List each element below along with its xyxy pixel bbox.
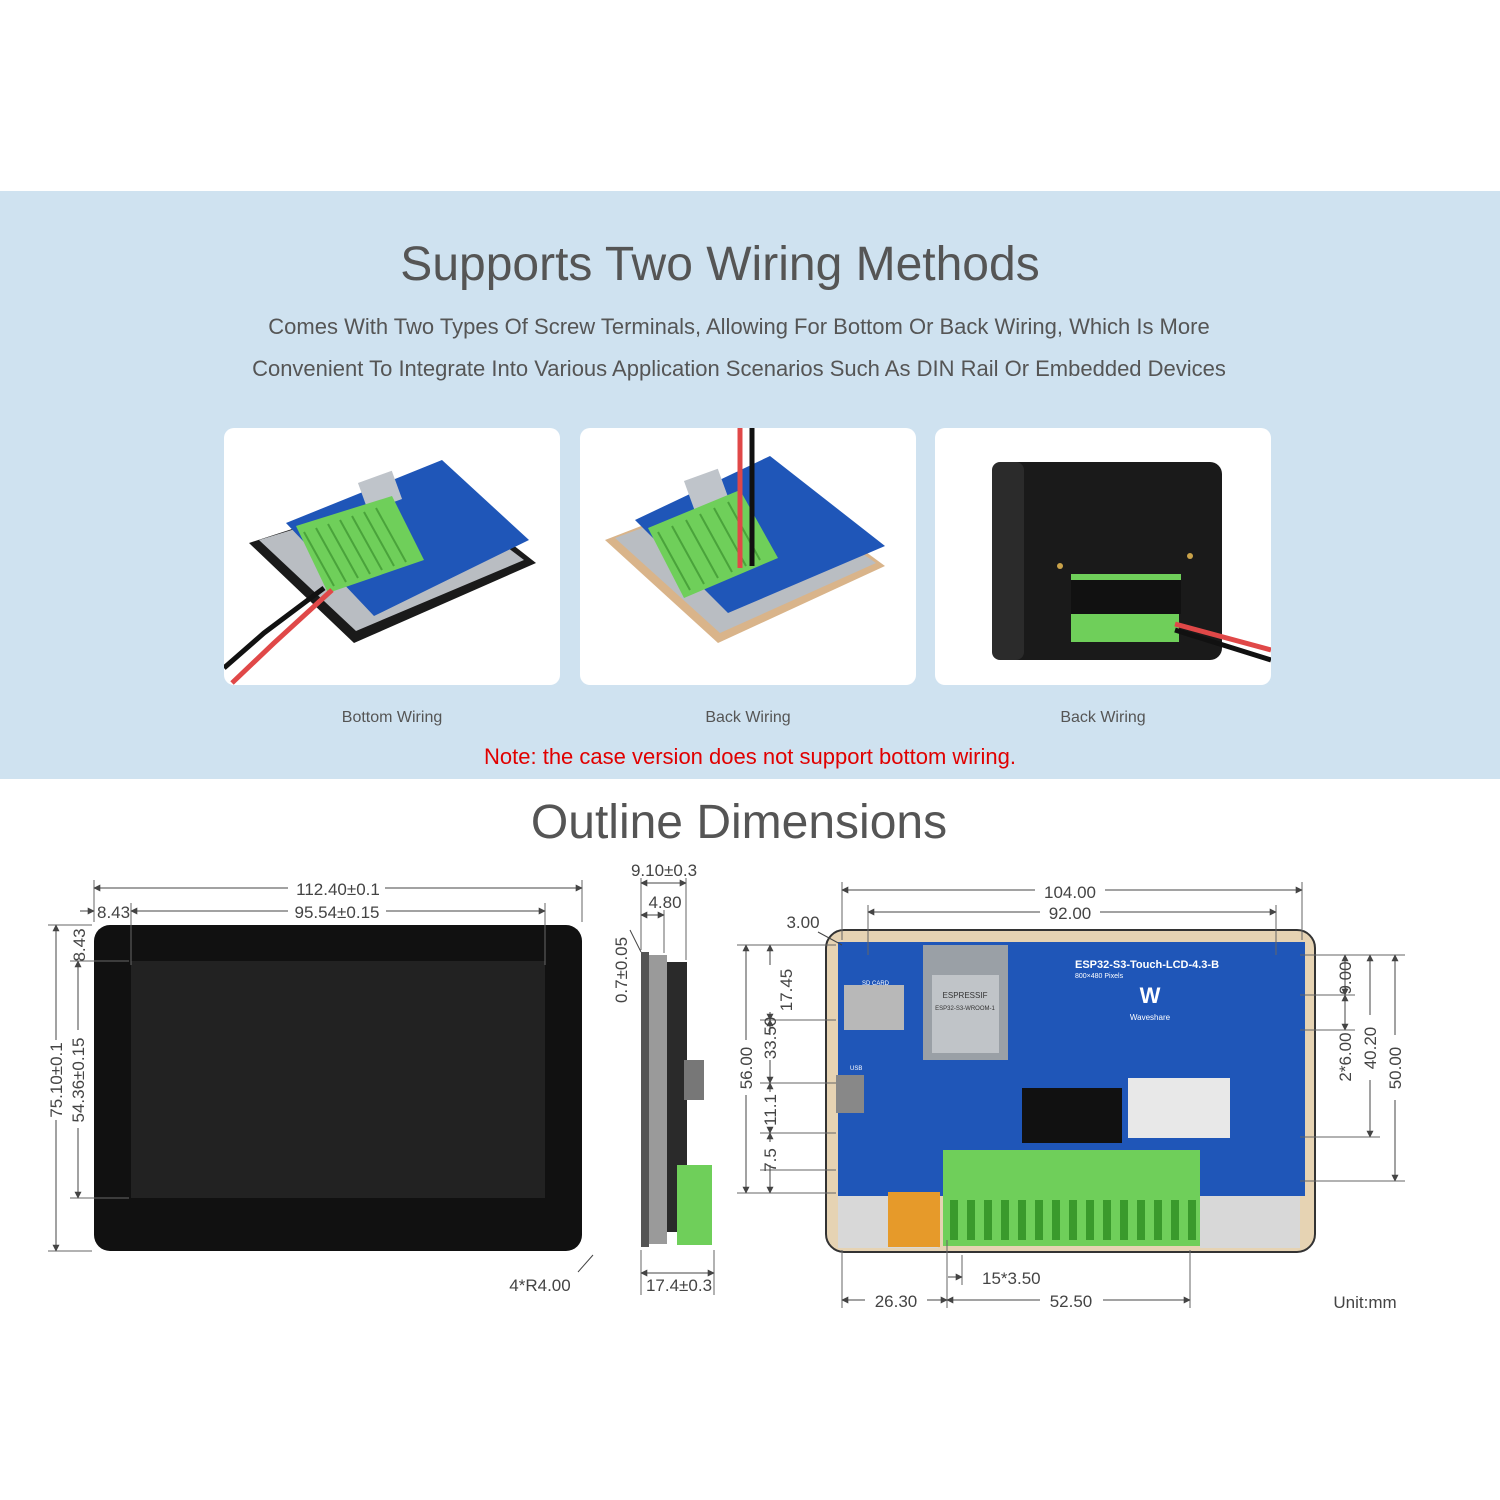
- back-r-50-label: 50.00: [1386, 1047, 1405, 1090]
- back-board-pixels: 800×480 Pixels: [1075, 973, 1124, 980]
- case-back-wiring-caption: Back Wiring: [1060, 709, 1146, 726]
- side-depth-label: 17.4±0.3: [646, 1276, 712, 1295]
- back-module-brand: ESPRESSIF: [943, 991, 988, 1000]
- back-h-17-45-label: 17.45: [777, 969, 796, 1012]
- front-view: 112.40±0.1 95.54±0.15 8.43 8.43 75.10±0.…: [47, 880, 594, 1295]
- side-thickness-panel-label: 4.80: [648, 893, 681, 912]
- back-x-26-30-label: 26.30: [875, 1292, 918, 1311]
- back-hole-offset-label: 3.00: [786, 913, 819, 932]
- back-usb-label: USB: [850, 1066, 862, 1072]
- screw-terminal: [296, 496, 424, 593]
- back-dimension-lines: [742, 886, 1399, 1304]
- front-margin-left-label: 8.43: [97, 903, 130, 922]
- esp32-module: [683, 468, 729, 510]
- back-x-52-50-label: 52.50: [1050, 1292, 1093, 1311]
- terminal-label-strip: [1071, 578, 1181, 614]
- side-usb-port: [684, 1060, 704, 1100]
- bottom-wiring-image: [224, 428, 560, 685]
- side-glass-label: 0.7±0.05: [612, 937, 631, 1003]
- red-wire: [230, 588, 334, 685]
- wiring-note: Note: the case version does not support …: [484, 744, 1016, 769]
- screw-terminal: [1071, 614, 1179, 642]
- waveshare-logo-icon: W: [1140, 983, 1161, 1008]
- back-width-holes-label: 92.00: [1049, 904, 1092, 923]
- side-dimension-lines: [629, 879, 715, 1277]
- back-sd-slot: [844, 985, 904, 1030]
- back-terminal-pins: [950, 1200, 1196, 1240]
- back-h-56-label: 56.00: [737, 1047, 756, 1090]
- back-wiring-caption: Back Wiring: [705, 709, 791, 726]
- back-fpc-connector: [1128, 1078, 1230, 1138]
- black-wire: [224, 586, 326, 670]
- dimensions-title: Outline Dimensions: [530, 796, 948, 849]
- front-dimension-lines: [52, 884, 594, 1273]
- terminal-color-bar: [1071, 574, 1181, 580]
- back-pitch-label: 15*3.50: [982, 1269, 1041, 1288]
- back-brand: Waveshare: [1130, 1013, 1171, 1022]
- back-module-shield: [932, 975, 999, 1053]
- wiring-subtitle-line1: Comes With Two Types Of Screw Terminals,…: [268, 314, 1210, 339]
- back-sd-card-label: SD CARD: [862, 981, 890, 987]
- front-width-active-label: 95.54±0.15: [295, 903, 380, 922]
- red-wire: [1174, 621, 1271, 653]
- black-wire: [1174, 627, 1271, 663]
- front-corner-label: 4*R4.00: [509, 1276, 570, 1295]
- front-width-total-label: 112.40±0.1: [296, 880, 380, 899]
- back-r-40-20-label: 40.20: [1361, 1027, 1380, 1070]
- back-h-11-1-label: 11.1: [761, 1094, 780, 1126]
- back-h-7-5-label: 7.5: [761, 1148, 780, 1172]
- wiring-title: Supports Two Wiring Methods: [400, 238, 1040, 291]
- case-back-wiring-image: [935, 428, 1271, 685]
- back-view: ESPRESSIF ESP32-S3-WROOM-1 ESP32-S3-Touc…: [737, 882, 1405, 1312]
- back-wiring-image: [580, 428, 916, 685]
- back-r-9-label: 9.00: [1336, 961, 1355, 994]
- side-pcb: [667, 962, 687, 1232]
- back-plate-right: [1200, 1196, 1300, 1248]
- mount-hole: [1057, 563, 1063, 569]
- side-view: 9.10±0.3 4.80 0.7±0.05 17.4±0.3: [612, 861, 715, 1295]
- front-active-area: [131, 961, 545, 1198]
- back-r-2x6-label: 2*6.00: [1336, 1032, 1355, 1081]
- side-thickness-total-label: 9.10±0.3: [631, 861, 697, 880]
- wiring-subtitle-line2: Convenient To Integrate Into Various App…: [252, 356, 1226, 381]
- mount-hole: [1187, 553, 1193, 559]
- back-module-name: ESP32-S3-WROOM-1: [935, 1006, 995, 1012]
- back-h-33-50-label: 33.50: [761, 1017, 780, 1060]
- side-terminal: [677, 1165, 712, 1245]
- case-side: [992, 462, 1024, 660]
- back-usb-port: [836, 1075, 864, 1113]
- back-board-name: ESP32-S3-Touch-LCD-4.3-B: [1075, 959, 1219, 971]
- front-height-total-label: 75.10±0.1: [47, 1042, 66, 1118]
- front-margin-top-label: 8.43: [70, 928, 89, 961]
- back-width-total-label: 104.00: [1044, 883, 1096, 902]
- back-chips: [1022, 1088, 1122, 1143]
- back-flex-cable: [888, 1192, 940, 1247]
- front-height-active-label: 54.36±0.15: [69, 1038, 88, 1123]
- terminal-pins: [303, 507, 407, 587]
- side-panel: [649, 955, 667, 1244]
- bottom-wiring-caption: Bottom Wiring: [341, 709, 443, 726]
- unit-label: Unit:mm: [1333, 1293, 1396, 1312]
- side-glass: [641, 952, 649, 1247]
